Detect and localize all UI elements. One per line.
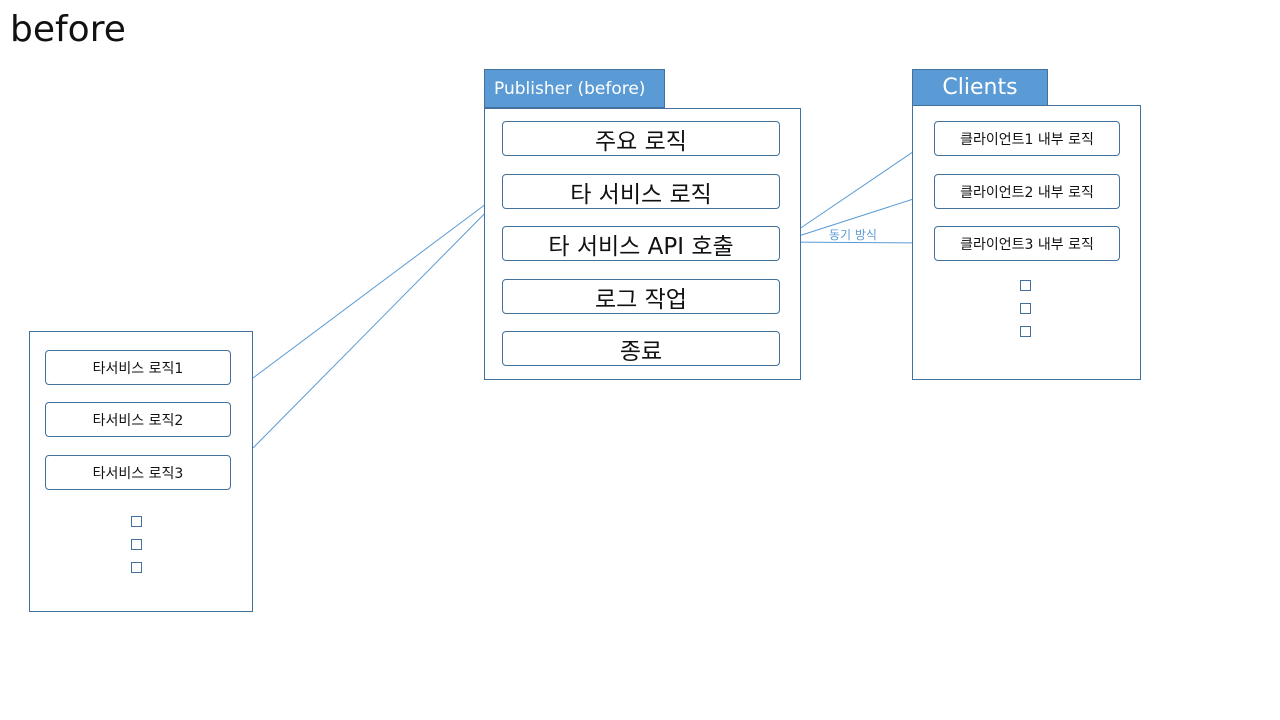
services-more-marker <box>131 516 142 527</box>
publisher-step-end: 종료 <box>502 331 780 366</box>
publisher-step-api-call: 타 서비스 API 호출 <box>502 226 780 261</box>
api-arrow-client2 <box>779 191 933 244</box>
publisher-step-logging: 로그 작업 <box>502 279 780 314</box>
clients-more-marker <box>1020 280 1031 291</box>
services-more-marker <box>131 539 142 550</box>
client-item-1: 클라이언트1 내부 로직 <box>934 121 1120 156</box>
publisher-tab: Publisher (before) <box>484 69 665 108</box>
callout-line-top <box>252 191 503 379</box>
services-more-marker <box>131 562 142 573</box>
slide-title: before <box>10 9 126 50</box>
sync-mode-label: 동기 방식 <box>829 228 877 242</box>
publisher-step-other-service-logic: 타 서비스 로직 <box>502 174 780 209</box>
clients-tab: Clients <box>912 69 1048 106</box>
clients-tab-label: Clients <box>942 75 1018 100</box>
service-item-1: 타서비스 로직1 <box>45 350 231 385</box>
publisher-step-main-logic: 주요 로직 <box>502 121 780 156</box>
clients-more-marker <box>1020 303 1031 314</box>
service-item-3: 타서비스 로직3 <box>45 455 231 490</box>
service-item-2: 타서비스 로직2 <box>45 402 231 437</box>
callout-line-bottom <box>252 195 503 449</box>
client-item-2: 클라이언트2 내부 로직 <box>934 174 1120 209</box>
api-arrow-client3 <box>779 238 933 247</box>
clients-more-marker <box>1020 326 1031 337</box>
client-item-3: 클라이언트3 내부 로직 <box>934 226 1120 261</box>
publisher-tab-label: Publisher (before) <box>494 78 646 99</box>
